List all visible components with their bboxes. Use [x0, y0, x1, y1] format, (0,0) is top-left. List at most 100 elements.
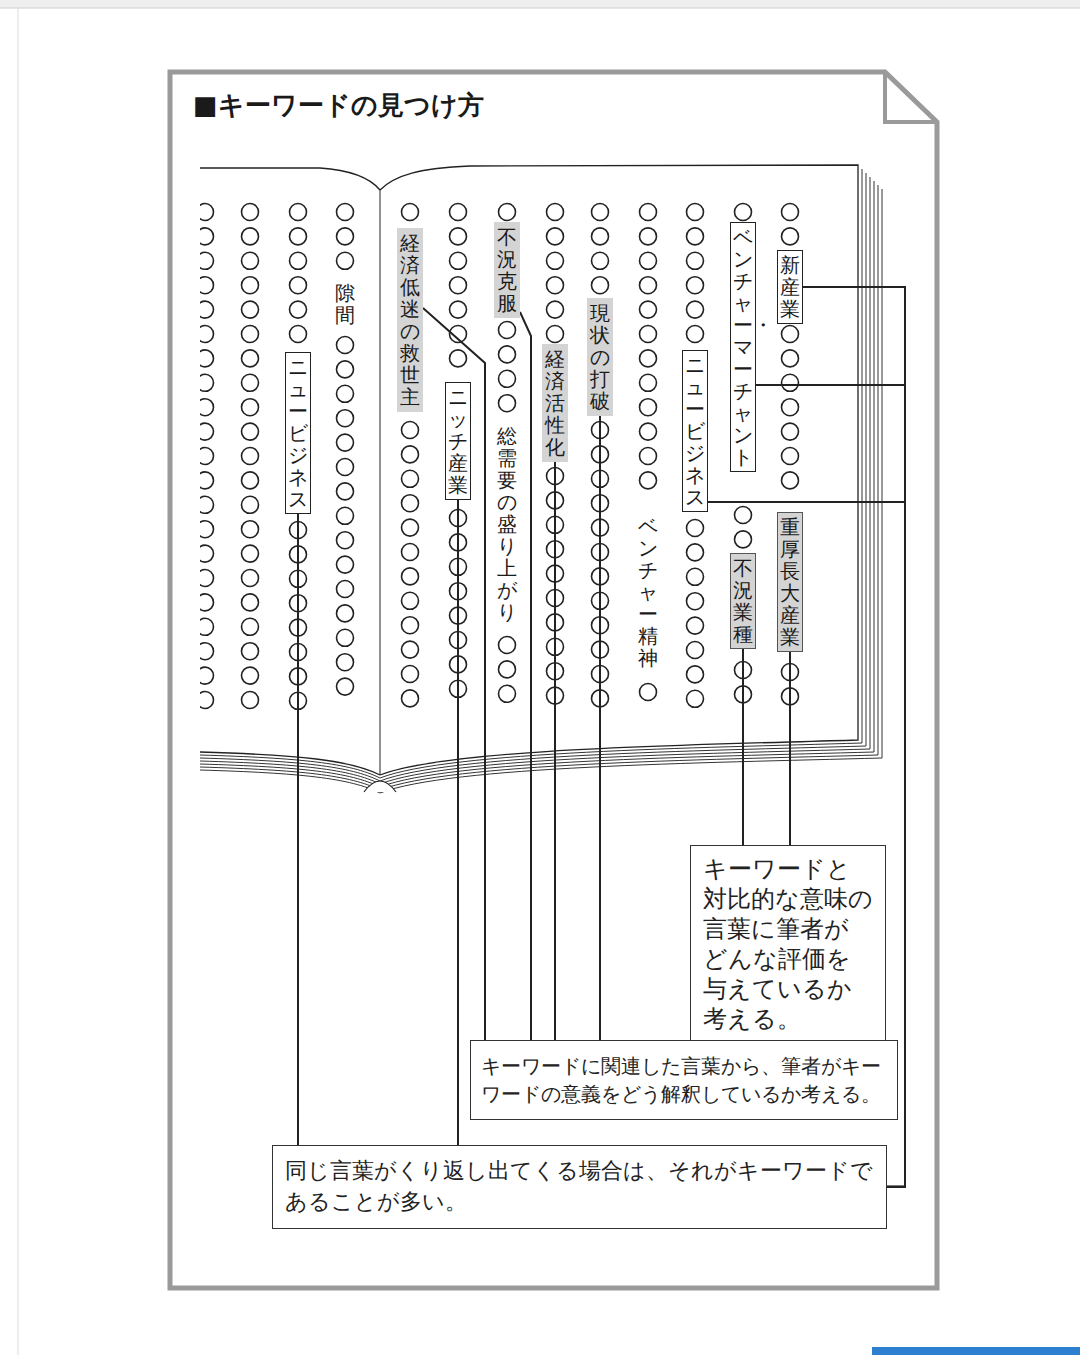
placeholder-char [200, 399, 214, 416]
placeholder-char [687, 326, 704, 343]
placeholder-char [499, 204, 516, 221]
placeholder-char [450, 277, 467, 294]
placeholder-char [402, 544, 419, 561]
vertical-text: 総需要の盛り上がり [497, 425, 517, 623]
placeholder-char [242, 692, 259, 709]
placeholder-char [200, 252, 214, 269]
placeholder-char [687, 520, 704, 537]
placeholder-char [687, 568, 704, 585]
placeholder-char [337, 605, 354, 622]
placeholder-char [200, 228, 214, 245]
placeholder-char [200, 326, 214, 343]
placeholder-char [337, 204, 354, 221]
keyword-text: 不況業種 [733, 557, 753, 645]
placeholder-char [782, 374, 799, 391]
callout-text: キーワードと対比的な意味の言葉に筆者がどんな評価を与えているか考える。 [703, 854, 873, 1034]
callout-box: キーワードと対比的な意味の言葉に筆者がどんな評価を与えているか考える。 [690, 845, 886, 1043]
placeholder-char [242, 594, 259, 611]
placeholder-char [640, 252, 657, 269]
callout-text: キーワードに関連した言葉から、筆者がキーワードの意義をどう解釈しているか考える。 [481, 1052, 887, 1108]
placeholder-char [242, 326, 259, 343]
placeholder-char [450, 228, 467, 245]
placeholder-char [242, 374, 259, 391]
placeholder-char [402, 519, 419, 536]
placeholder-char [242, 521, 259, 538]
contrast-word: 不況業種 [730, 553, 756, 649]
related-word: 不況克服 [494, 222, 520, 318]
callout-box: キーワードに関連した言葉から、筆者がキーワードの意義をどう解釈しているか考える。 [470, 1040, 898, 1120]
placeholder-char [290, 204, 307, 221]
top-bar [0, 0, 1080, 8]
placeholder-char [200, 374, 214, 391]
placeholder-char [337, 252, 354, 269]
placeholder-char [242, 472, 259, 489]
placeholder-char [200, 204, 214, 221]
placeholder-char [337, 654, 354, 671]
related-word: 経済低迷の救世主 [397, 228, 423, 412]
binding [364, 781, 396, 792]
placeholder-char [200, 350, 214, 367]
placeholder-char [499, 395, 516, 412]
placeholder-char [337, 678, 354, 695]
leader-connector [599, 416, 601, 1040]
leader-connector [789, 652, 791, 845]
page-frame [170, 72, 937, 1288]
placeholder-char [687, 252, 704, 269]
placeholder-char [450, 204, 467, 221]
placeholder-char [547, 204, 564, 221]
placeholder-char [640, 684, 657, 701]
plain-word: ベンチャー精神 [636, 515, 660, 669]
placeholder-char [337, 228, 354, 245]
placeholder-char [337, 361, 354, 378]
placeholder-char [782, 423, 799, 440]
placeholder-char [687, 301, 704, 318]
placeholder-char [242, 423, 259, 440]
placeholder-char [687, 593, 704, 610]
placeholder-char [242, 667, 259, 684]
placeholder-char [499, 370, 516, 387]
placeholder-char [687, 690, 704, 707]
keyword-text: ニュービジネス [288, 356, 308, 510]
scroll-bar [872, 1347, 1080, 1355]
placeholder-char [547, 228, 564, 245]
left-edge [18, 8, 19, 1355]
placeholder-char [200, 545, 214, 562]
placeholder-char [547, 326, 564, 343]
placeholder-char [337, 556, 354, 573]
placeholder-char [640, 301, 657, 318]
placeholder-char [499, 637, 516, 654]
placeholder-char [640, 448, 657, 465]
placeholder-char [242, 277, 259, 294]
placeholder-char [640, 374, 657, 391]
placeholder-char [450, 350, 467, 367]
placeholder-char [200, 448, 214, 465]
placeholder-char [200, 594, 214, 611]
plain-word: 隙間 [333, 282, 357, 326]
placeholder-char [640, 326, 657, 343]
placeholder-char [735, 204, 752, 221]
placeholder-char [592, 228, 609, 245]
diagram-title: ■キーワードの見つけ方 [193, 88, 484, 123]
placeholder-char [499, 685, 516, 702]
placeholder-char [200, 423, 214, 440]
placeholder-char [200, 301, 214, 318]
placeholder-char [337, 629, 354, 646]
keyword-text: 経済活性化 [545, 348, 565, 458]
placeholder-char [640, 472, 657, 489]
placeholder-char [592, 277, 609, 294]
book-spine [380, 190, 381, 775]
placeholder-char [640, 277, 657, 294]
placeholder-char [337, 581, 354, 598]
placeholder-char [242, 204, 259, 221]
placeholder-char [337, 337, 354, 354]
related-word: 経済活性化 [542, 344, 568, 462]
placeholder-char [402, 666, 419, 683]
placeholder-char [290, 326, 307, 343]
keyword-text: 新産業 [780, 254, 800, 320]
callout-text: 同じ言葉がくり返し出てくる場合は、それがキーワードであることが多い。 [285, 1156, 874, 1218]
placeholder-char [337, 410, 354, 427]
placeholder-char [337, 385, 354, 402]
placeholder-char [200, 521, 214, 538]
placeholder-char [402, 641, 419, 658]
